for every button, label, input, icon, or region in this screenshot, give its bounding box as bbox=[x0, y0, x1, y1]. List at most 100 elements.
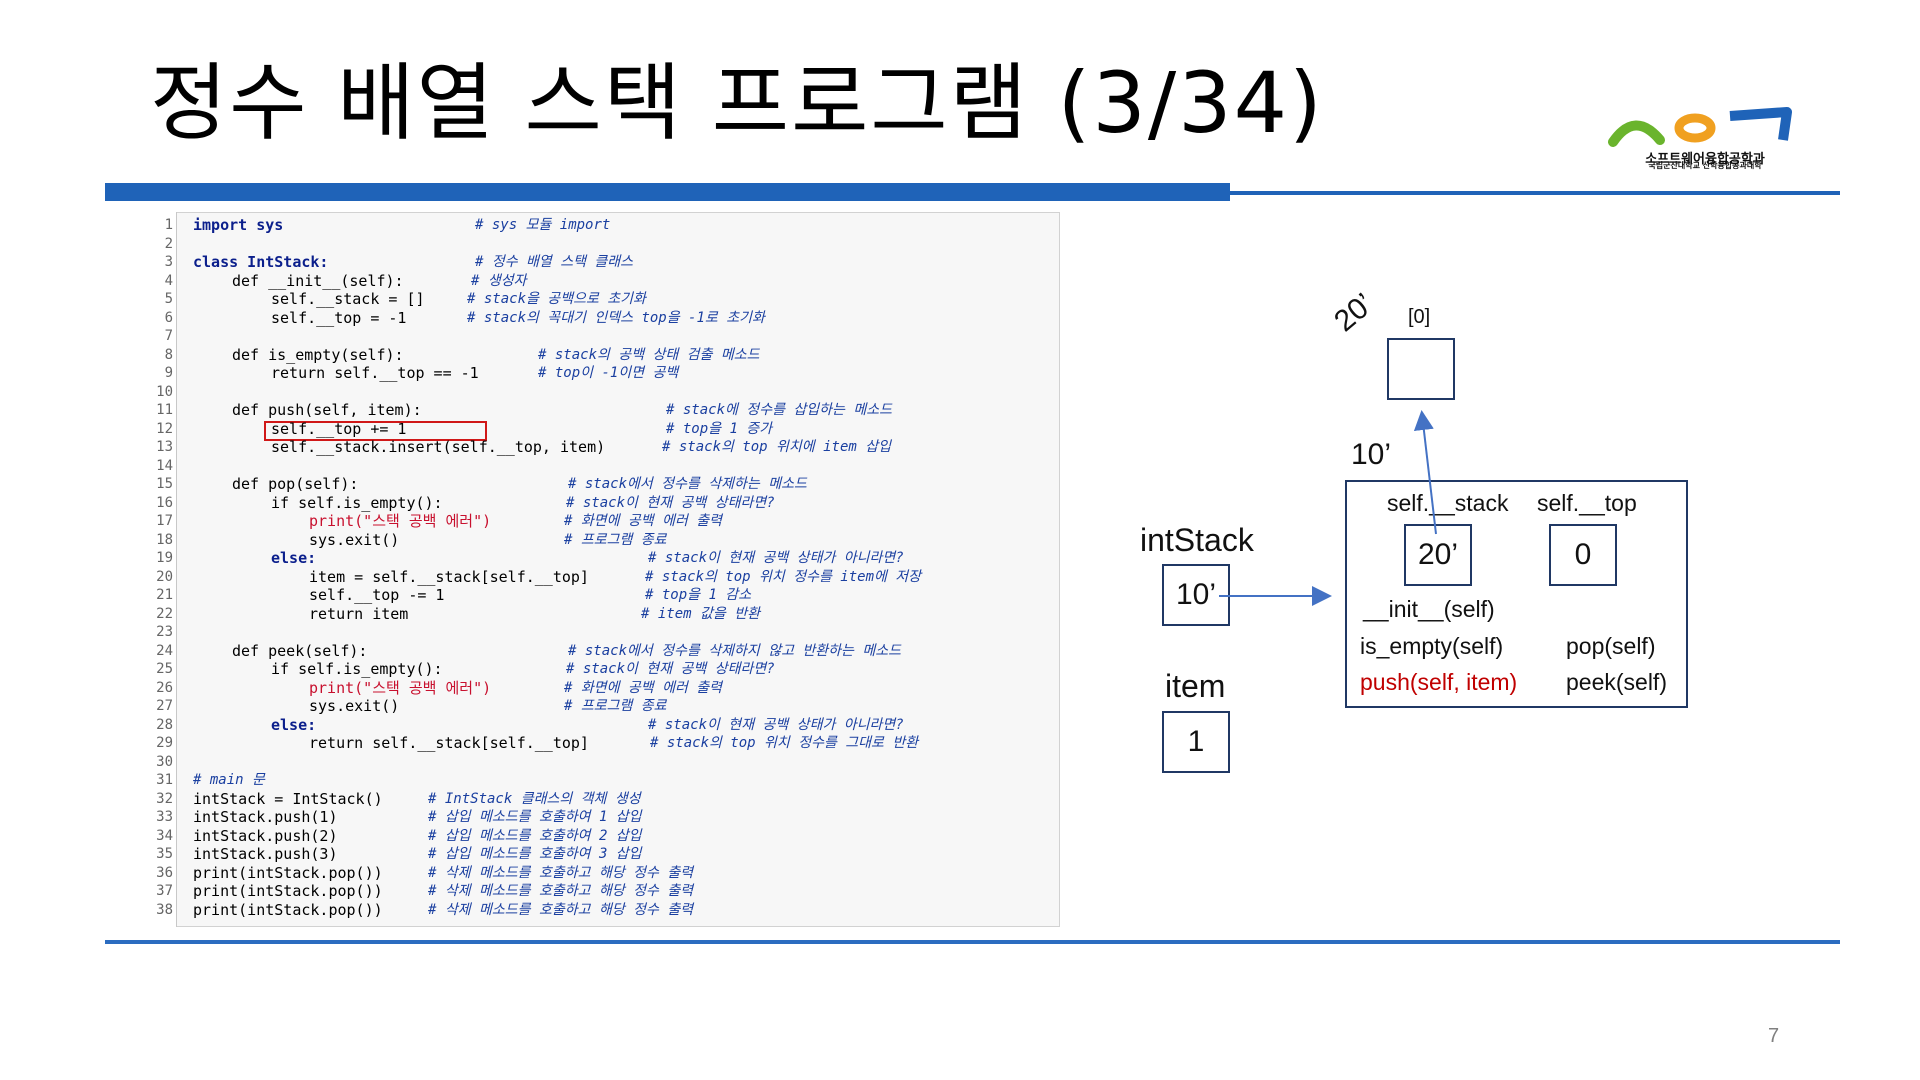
code-comment-38: # 삭제 메소드를 호출하고 해당 정수 출력 bbox=[428, 901, 694, 918]
stack-field-label: self.__stack bbox=[1387, 490, 1509, 516]
code-text: import sys bbox=[193, 216, 284, 234]
line-number: 9 bbox=[164, 365, 173, 381]
intstack-label: intStack bbox=[1140, 522, 1254, 558]
item-label: item bbox=[1165, 668, 1226, 704]
code-line-9: return self.__top == -1 bbox=[271, 364, 479, 382]
code-comment-32: # IntStack 클래스의 객체 생성 bbox=[428, 790, 641, 807]
line-number: 16 bbox=[156, 494, 173, 511]
list-cell-box bbox=[1387, 338, 1455, 400]
code-comment-16: # stack이 현재 공백 상태라면? bbox=[566, 494, 775, 511]
line-number: 21 bbox=[156, 587, 173, 603]
line-number: 25 bbox=[156, 661, 173, 677]
object-address: 10’ bbox=[1351, 438, 1392, 471]
code-line-12: self.__top += 1 bbox=[271, 419, 407, 438]
code-line-21: self.__top -= 1 bbox=[309, 586, 445, 604]
line-number: 28 bbox=[156, 716, 173, 733]
code-line-16: if self.is_empty(): bbox=[271, 493, 443, 512]
title-rule-thick bbox=[105, 183, 1230, 201]
code-line-11: def push(self, item): bbox=[232, 401, 422, 419]
code-comment-15: # stack에서 정수를 삭제하는 메소드 bbox=[568, 476, 807, 492]
code-comment-9: # top이 -1이면 공백 bbox=[538, 365, 679, 381]
line-number: 32 bbox=[156, 790, 173, 807]
code-comment-29: # stack의 top 위치 정수를 그대로 반환 bbox=[650, 735, 919, 751]
line-number: 6 bbox=[164, 309, 173, 326]
code-text: class IntStack: bbox=[193, 253, 329, 271]
code-line-29: return self.__stack[self.__top] bbox=[309, 734, 589, 752]
code-comment-18: # 프로그램 종료 bbox=[564, 531, 667, 548]
line-number: 30 bbox=[156, 753, 173, 770]
code-line-6: self.__top = -1 bbox=[271, 308, 407, 327]
code-line-4: def __init__(self): bbox=[232, 271, 404, 290]
code-line-24: def peek(self): bbox=[232, 641, 368, 660]
code-line-15: def pop(self): bbox=[232, 475, 359, 493]
stack-ref-value: 20’ bbox=[1417, 538, 1459, 571]
code-line-36: print(intStack.pop()) bbox=[193, 863, 383, 882]
line-number: 11 bbox=[156, 402, 173, 418]
method-pop: pop(self) bbox=[1566, 633, 1656, 659]
top-field-label: self.__top bbox=[1537, 490, 1637, 516]
line-number: 34 bbox=[156, 827, 173, 844]
line-number: 12 bbox=[156, 420, 173, 437]
top-value: 0 bbox=[1574, 538, 1592, 571]
code-comment-22: # item 값을 반환 bbox=[641, 605, 760, 622]
code-line-1: import sys bbox=[193, 216, 283, 235]
code-comment-31: # main 문 bbox=[193, 772, 265, 788]
line-number: 36 bbox=[156, 864, 173, 881]
code-line-26: print("스택 공백 에러") bbox=[309, 678, 492, 697]
code-comment-1: # sys 모듈 import bbox=[475, 217, 611, 233]
code-line-37: print(intStack.pop()) bbox=[193, 882, 383, 900]
line-number: 7 bbox=[164, 328, 173, 344]
line-number: 3 bbox=[164, 254, 173, 270]
line-number: 24 bbox=[156, 642, 173, 659]
department-logo bbox=[1608, 107, 1792, 147]
line-number: 33 bbox=[156, 809, 173, 825]
line-number: 26 bbox=[156, 679, 173, 696]
method-init: __init__(self) bbox=[1363, 596, 1495, 622]
line-number: 1 bbox=[164, 217, 173, 233]
code-comment-28: # stack이 현재 공백 상태가 아니라면? bbox=[648, 716, 904, 733]
code-comment-11: # stack에 정수를 삽입하는 메소드 bbox=[666, 402, 892, 418]
line-number: 20 bbox=[156, 568, 173, 585]
code-line-32: intStack = IntStack() bbox=[193, 789, 383, 808]
code-line-22: return item bbox=[309, 604, 409, 623]
item-value-box: 1 bbox=[1162, 711, 1230, 773]
line-number: 2 bbox=[164, 235, 173, 252]
highlight-box bbox=[264, 421, 487, 441]
code-comment-21: # top을 1 감소 bbox=[645, 587, 752, 603]
code-comment-5: # stack을 공백으로 초기화 bbox=[467, 291, 646, 307]
code-comment-19: # stack이 현재 공백 상태가 아니라면? bbox=[648, 550, 904, 566]
code-comment-12: # top을 1 증가 bbox=[666, 420, 773, 437]
logo-subtitle: 국립군산대학교 산학융합공과대학 bbox=[1648, 161, 1762, 170]
slide-title: 정수 배열 스택 프로그램 (3/34) bbox=[150, 54, 1324, 152]
code-line-5: self.__stack = [] bbox=[271, 290, 425, 308]
code-comment-33: # 삽입 메소드를 호출하여 1 삽입 bbox=[428, 809, 642, 825]
code-comment-34: # 삽입 메소드를 호출하여 2 삽입 bbox=[428, 827, 642, 844]
code-comment-3: # 정수 배열 스택 클래스 bbox=[475, 254, 634, 270]
top-value-box: 0 bbox=[1549, 524, 1617, 586]
line-number: 10 bbox=[156, 383, 173, 400]
line-number: 5 bbox=[164, 291, 173, 307]
code-line-19: else: bbox=[271, 549, 316, 568]
stack-ref-arrow bbox=[1413, 410, 1437, 535]
line-number: 35 bbox=[156, 846, 173, 862]
code-text: else: bbox=[271, 715, 317, 734]
method-is-empty: is_empty(self) bbox=[1360, 633, 1504, 659]
code-comment-8: # stack의 공백 상태 검출 메소드 bbox=[538, 346, 760, 363]
line-number: 13 bbox=[156, 439, 173, 455]
stack-ref-box: 20’ bbox=[1404, 524, 1472, 586]
logo-name: 소프트웨어융합공학과 bbox=[1645, 152, 1765, 167]
code-line-34: intStack.push(2) bbox=[193, 826, 338, 845]
title-rule-thin bbox=[1230, 191, 1840, 195]
footer-rule bbox=[105, 940, 1840, 944]
code-comment-4: # 생성자 bbox=[471, 272, 527, 289]
method-peek: peek(self) bbox=[1566, 669, 1667, 695]
line-number: 37 bbox=[156, 883, 173, 899]
code-line-18: sys.exit() bbox=[309, 530, 400, 549]
code-comment-37: # 삭제 메소드를 호출하고 해당 정수 출력 bbox=[428, 883, 694, 899]
code-comment-24: # stack에서 정수를 삭제하지 않고 반환하는 메소드 bbox=[568, 642, 901, 659]
code-line-3: class IntStack: bbox=[193, 253, 328, 272]
line-number: 15 bbox=[156, 476, 173, 492]
line-number: 17 bbox=[156, 513, 173, 529]
code-comment-35: # 삽입 메소드를 호출하여 3 삽입 bbox=[428, 846, 642, 862]
